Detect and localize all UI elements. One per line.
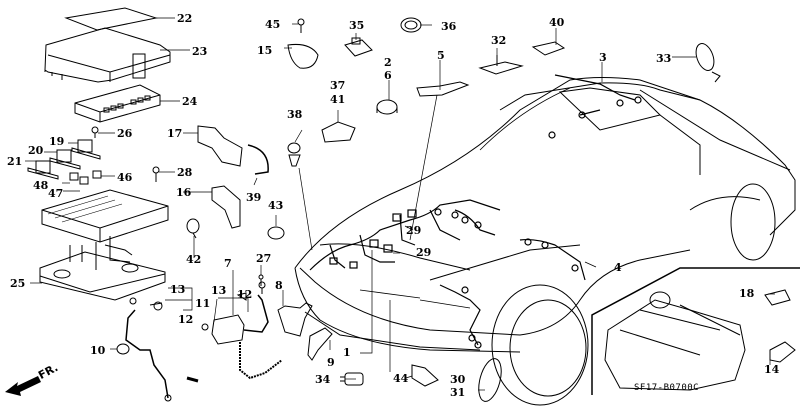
callout-34: 34: [315, 373, 331, 386]
bracket-16: [211, 185, 241, 229]
callout-5: 5: [437, 49, 445, 62]
clip-39: [247, 144, 269, 175]
callout-25: 25: [10, 277, 26, 290]
callout-6: 6: [384, 69, 392, 82]
connector-44: [411, 364, 439, 387]
callout-21: 21: [7, 155, 23, 168]
callout-46: 46: [117, 171, 133, 184]
callout-41: 41: [330, 93, 346, 106]
bracket-5: [416, 81, 470, 97]
callout-12b: 12: [237, 288, 253, 301]
clip-37-41: [321, 121, 356, 143]
callout-12a: 12: [178, 313, 194, 326]
fuse-box-cover: [44, 7, 171, 83]
callout-45: 45: [265, 18, 281, 31]
callout-35: 35: [349, 19, 365, 32]
callout-16: 16: [176, 186, 192, 199]
bolt-28: [152, 166, 160, 182]
clip-36: [400, 17, 422, 33]
grommet-2-6: [376, 99, 398, 115]
callout-11: 11: [195, 297, 211, 310]
callout-39: 39: [246, 191, 262, 204]
bracket-9: [307, 327, 333, 361]
callout-3: 3: [599, 51, 607, 64]
callout-15: 15: [257, 44, 273, 57]
relay-block: [74, 84, 161, 123]
callout-8: 8: [275, 279, 283, 292]
clip-43: [267, 226, 285, 240]
bolt-45: [297, 18, 305, 33]
ignition-harness: [201, 281, 283, 380]
battery-cable: [125, 297, 199, 402]
grommet-10: [116, 343, 130, 355]
leader-lines: [25, 17, 775, 391]
callout-14: 14: [764, 363, 780, 376]
bolt-26: [91, 126, 99, 138]
callout-23: 23: [192, 45, 208, 58]
engine-harness: [309, 74, 642, 349]
clip-42: [186, 218, 200, 239]
callout-22: 22: [177, 12, 193, 25]
bracket-40: [531, 41, 566, 56]
bolt-27: [258, 274, 264, 286]
bracket-32: [478, 55, 524, 75]
callout-44: 44: [393, 372, 409, 385]
callout-10: 10: [90, 344, 106, 357]
callout-40: 40: [549, 16, 565, 29]
callout-33: 33: [656, 52, 672, 65]
diagram-code: SF17-B0700C: [634, 383, 700, 393]
callout-29a: 29: [406, 224, 422, 237]
bracket-8: [277, 302, 313, 337]
callout-24: 24: [182, 95, 198, 108]
callout-47: 47: [48, 187, 64, 200]
callout-36: 36: [441, 20, 457, 33]
callout-38: 38: [287, 108, 303, 121]
clip-33: [695, 43, 721, 83]
clip-35: [344, 37, 373, 57]
callout-28: 28: [177, 166, 193, 179]
callout-13a: 13: [170, 283, 186, 296]
callout-13b: 13: [211, 284, 227, 297]
callout-4: 4: [614, 261, 622, 274]
callout-37: 37: [330, 79, 346, 92]
callout-20: 20: [28, 144, 44, 157]
callout-29b: 29: [416, 246, 432, 259]
relays: [27, 139, 101, 180]
callout-43: 43: [268, 199, 284, 212]
callout-2: 2: [384, 56, 392, 69]
front-direction-arrow: [5, 376, 41, 396]
callout-32: 32: [491, 34, 507, 47]
clip-38: [287, 142, 301, 167]
grommet-30-31: [478, 358, 502, 402]
callout-17: 17: [167, 127, 183, 140]
callout-48: 48: [33, 179, 49, 192]
callout-26: 26: [117, 127, 133, 140]
callout-9: 9: [327, 356, 335, 369]
mini-fuses: [69, 170, 102, 185]
bracket-17: [197, 125, 243, 167]
car-body: [294, 77, 796, 406]
callout-1: 1: [343, 346, 351, 359]
callout-30: 30: [450, 373, 466, 386]
callout-7: 7: [224, 257, 232, 270]
callout-18: 18: [739, 287, 755, 300]
clip-15: [287, 44, 319, 69]
callout-27: 27: [256, 252, 272, 265]
fuse-box: [39, 189, 169, 301]
callout-31: 31: [450, 386, 466, 399]
callout-42: 42: [186, 253, 202, 266]
callout-19: 19: [49, 135, 65, 148]
